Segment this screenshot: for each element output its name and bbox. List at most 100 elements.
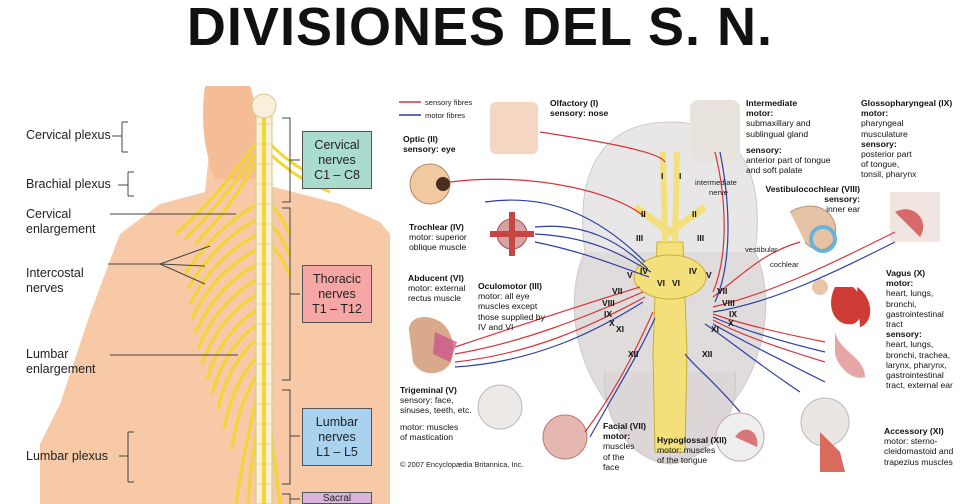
oculomotor-line3: those supplied by [478,311,545,322]
cochlear-label: cochlear [770,260,799,269]
lumbar-nerves-box: Lumbar nerves L1 – L5 [302,408,372,466]
thoracic-box-line1: Thoracic [313,272,361,286]
hypoglossal-line1: motor: muscles [657,445,716,456]
abducent-line2: rectus muscle [408,293,462,304]
cranial-illustration [399,100,940,472]
vagus-line5: tract [886,319,903,330]
vagus-line10: gastrointestinal [886,370,944,381]
vagus-organs-image [831,287,862,325]
olfactory-label: Olfactory (I) sensory: nose [550,98,608,118]
facial-line3: of the [603,451,625,462]
cervical-nerves-box: Cervical nerves C1 – C8 [302,131,372,189]
oculomotor-line4: IV and VI [478,321,514,332]
olfactory-line1: sensory: nose [550,108,609,119]
oculomotor-line2: muscles except [478,301,538,312]
thoracic-box-line2: nerves [318,287,356,301]
copyright-text: © 2007 Encyclopædia Britannica, Inc. [400,460,524,469]
label-leaders [108,117,300,504]
abducent-line1: motor: external [408,283,466,294]
optic-name: Optic (II) [403,134,438,144]
vestibulocochlear-line1: sensory: [824,194,860,205]
lumbar-box-line1: Lumbar [315,415,359,429]
facial-name: Facial (VII) [603,421,646,431]
vestibulocochlear-line2: inner ear [826,204,860,215]
trigeminal-line3: motor: muscles [400,421,459,432]
numeral-label: VIII [602,298,615,308]
lumbar-enlargement-label-2: enlargement [26,362,96,376]
motor-fibres [454,151,896,438]
numeral-label: I [661,171,664,181]
cervical-enlargement-label-1: Cervical [26,207,72,221]
optic-line1: sensory: eye [403,144,456,155]
numeral-label: II [641,209,646,219]
trochlear-line2: oblique muscle [409,242,467,253]
thoracic-box-line3: T1 – T12 [312,302,362,316]
glossopharyngeal-label: Glossopharyngeal (IX) motor: pharyngeal … [861,98,952,180]
numeral-label: IX [729,309,738,319]
accessory-line3: trapezius muscles [884,456,953,467]
glossopharyngeal-line7: tonsil, pharynx [861,169,917,180]
vagus-line3: bronchi, [886,298,917,309]
lumbar-plexus-label: Lumbar plexus [26,449,108,463]
vagus-label: Vagus (X) motor: heart, lungs, bronchi, … [886,268,953,390]
intermediate-nerve-label-1: intermediate [695,178,737,187]
abducent-name: Abducent (VI) [408,273,464,283]
vagus-line11: tract, external ear [886,380,953,391]
numeral-label: X [728,318,734,328]
abducent-label: Abducent (VI) motor: external rectus mus… [408,273,465,304]
vagus-name: Vagus (X) [886,268,926,278]
brachial-plexus-label: Brachial plexus [26,177,111,191]
accessory-line2: cleidomastoid and [884,446,954,457]
numeral-label: III [697,233,705,243]
accessory-label: Accessory (XI) motor: sterno- cleidomast… [884,426,953,467]
numeral-label: XI [616,324,625,334]
olfactory-name: Olfactory (I) [550,98,599,108]
numeral-label: VII [717,286,728,296]
lumbar-box-line2: nerves [318,430,356,444]
cervical-box-line1: Cervical [314,138,360,152]
vagus-line1: motor: [886,278,914,289]
intermediate-line1: motor: [746,108,774,119]
page-title: DIVISIONES DEL S. N. [186,0,774,57]
ear-small-image [812,279,828,295]
glossopharyngeal-name: Glossopharyngeal (IX) [861,98,953,108]
trochlear-name: Trochlear (IV) [409,222,464,232]
intercostal-label-1: Intercostal [26,266,84,280]
vestibulocochlear-name: Vestibulocochlear (VIII) [765,184,860,194]
vestibular-label: vestibular [745,245,778,254]
vagus-line9: larynx, pharynx, [886,359,947,370]
numeral-label: I [679,171,682,181]
intermediate-line4: sensory: [746,144,782,155]
numeral-label: II [692,209,697,219]
numeral-label: VIII [722,298,735,308]
accessory-name: Accessory (XI) [884,426,944,436]
intermediate-name: Intermediate [746,98,798,108]
numeral-label: IV [689,266,698,276]
skull-image-1 [477,384,523,430]
spinal-illustration [40,86,390,504]
facial-label: Facial (VII) motor: muscles of the face [603,421,646,472]
vagus-line7: heart, lungs, [886,339,934,350]
vagus-line6: sensory: [886,329,922,340]
intermediate-label: Intermediate motor: submaxillary and sub… [746,98,831,175]
facial-line1: motor: [603,431,631,442]
thoracic-nerves-box: Thoracic nerves T1 – T12 [302,265,372,323]
vagus-line4: gastrointestinal [886,308,944,319]
intermediate-head-image [690,100,740,162]
cervical-box-line2: nerves [318,153,356,167]
olfactory-head-image [490,102,538,154]
cervical-plexus-label: Cervical plexus [26,128,111,142]
lumbar-box-line3: L1 – L5 [316,445,358,459]
numeral-label: V [706,270,712,280]
sacral-box-line1: Sacral [322,493,352,504]
oculomotor-label: Oculomotor (III) motor: all eye muscles … [478,281,545,332]
oculomotor-name: Oculomotor (III) [478,281,542,291]
vagus-line8: bronchi, trachea, [886,349,951,360]
numeral-label: XII [702,349,713,359]
sensory-fibres [449,131,896,433]
trigeminal-line2: sinuses, teeth, etc. [400,405,472,416]
numeral-label: XII [628,349,639,359]
facial-line4: face [603,461,620,472]
vestibulocochlear-label: Vestibulocochlear (VIII) sensory: inner … [756,184,860,215]
trigeminal-label: Trigeminal (V) sensory: face, sinuses, t… [400,385,472,442]
